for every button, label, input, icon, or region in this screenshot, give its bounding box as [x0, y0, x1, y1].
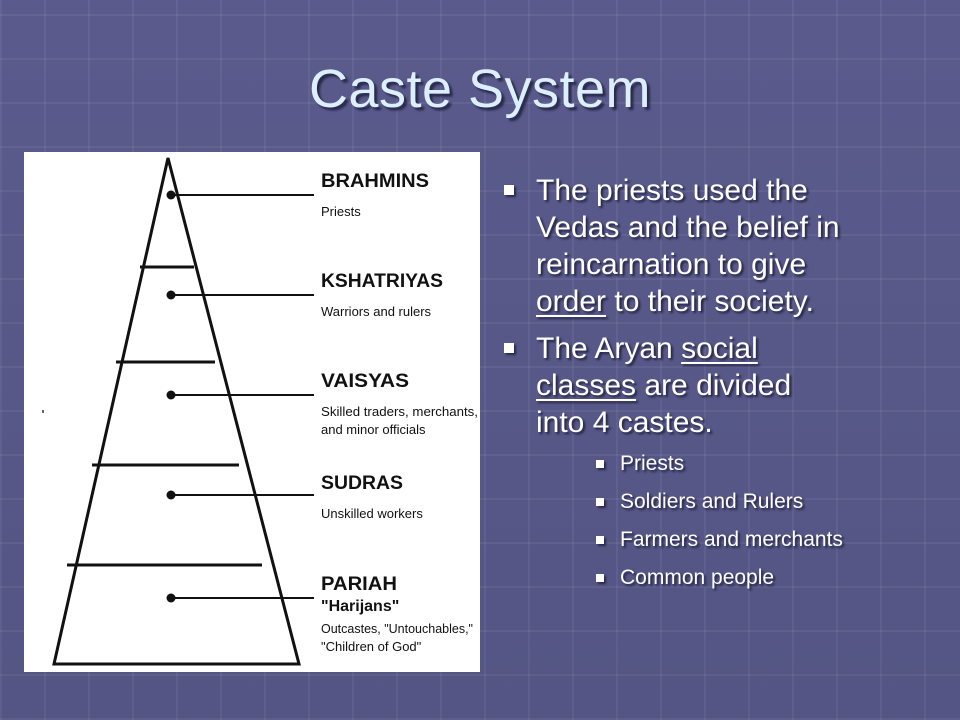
caste-desc: "Children of God"	[321, 639, 422, 654]
bullet-line: are divided	[636, 369, 792, 402]
pyramid-outline	[52, 157, 301, 666]
square-bullet-icon	[504, 185, 514, 195]
square-bullet-icon	[596, 460, 604, 468]
sub-bullet-text: Soldiers and Rulers	[620, 490, 804, 513]
square-bullet-icon	[504, 343, 514, 353]
sub-bullet-item: Farmers and merchants	[500, 527, 930, 553]
caste-desc: Skilled traders, merchants,	[321, 404, 478, 419]
sub-bullet-text: Priests	[620, 452, 685, 475]
bullet-list: The priests used the Vedas and the belie…	[500, 172, 930, 603]
caste-name: SUDRAS	[321, 473, 403, 494]
bullet-line: to their society.	[606, 285, 814, 318]
caste-name: KSHATRIYAS	[321, 271, 443, 292]
caste-desc: Priests	[321, 204, 361, 219]
caste-desc: Outcastes, "Untouchables,"	[321, 621, 473, 636]
slide-title: Caste System	[308, 59, 652, 119]
bullet-line: Vedas and the belief in	[536, 211, 840, 244]
caste-name: VAISYAS	[321, 371, 409, 392]
bullet-line: The priests used the	[536, 174, 808, 207]
caste-desc: Warriors and rulers	[321, 304, 432, 319]
caste-name: BRAHMINS	[321, 171, 429, 192]
caste-pyramid-diagram: BRAHMINS Priests KSHATRIYAS Warriors and…	[24, 152, 480, 672]
caste-name: PARIAH	[321, 574, 397, 595]
square-bullet-icon	[596, 574, 604, 582]
sub-bullet-item: Priests	[500, 451, 930, 477]
sub-bullet-item: Soldiers and Rulers	[500, 489, 930, 515]
square-bullet-icon	[596, 536, 604, 544]
bullet-item: The priests used the Vedas and the belie…	[500, 172, 930, 320]
caste-desc-alt-name: "Harijans"	[321, 598, 399, 615]
bullet-line: into 4 castes.	[536, 406, 713, 439]
pyramid-svg: BRAHMINS Priests KSHATRIYAS Warriors and…	[42, 157, 478, 666]
sub-bullet-list: Priests Soldiers and Rulers Farmers and …	[500, 451, 930, 591]
sub-bullet-text: Common people	[620, 566, 775, 589]
bullet-line: reincarnation to give	[536, 248, 807, 281]
bullet-item: The Aryan social classes are divided int…	[500, 330, 930, 441]
square-bullet-icon	[596, 498, 604, 506]
underlined-term: classes	[536, 369, 637, 402]
bullet-line: The Aryan	[536, 332, 682, 365]
stray-mark	[42, 410, 44, 413]
caste-desc: Unskilled workers	[321, 506, 423, 521]
underlined-term: order	[536, 285, 607, 318]
sub-bullet-item: Common people	[500, 565, 930, 591]
caste-desc: and minor officials	[321, 422, 426, 437]
underlined-term: social	[681, 332, 758, 365]
sub-bullet-text: Farmers and merchants	[620, 528, 843, 551]
